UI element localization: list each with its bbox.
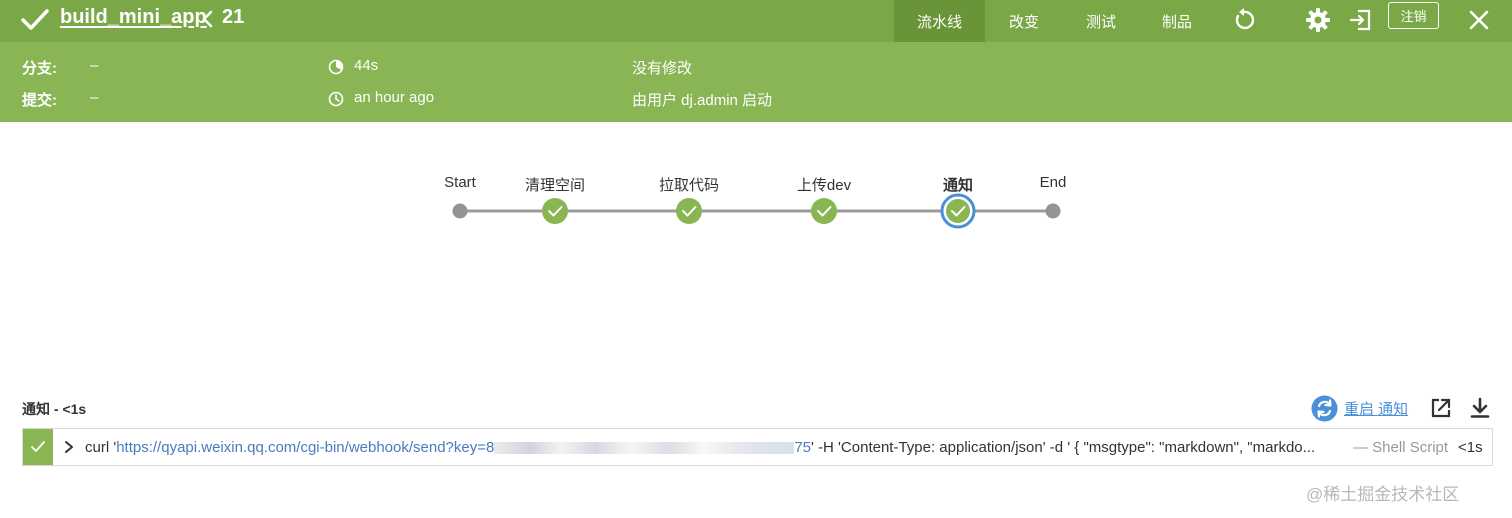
step-duration: <1s [1458,439,1483,456]
watermark: @稀土掘金技术社区 [1306,485,1460,504]
tab-artifacts[interactable]: 制品 [1161,13,1192,31]
duration-icon [328,59,344,75]
replay-icon[interactable] [1228,4,1260,36]
check-icon [21,9,49,30]
top-bar: build_mini_app 21 流水线 改变 测试 制品 [0,0,1512,42]
check-icon [31,441,45,452]
job-name-link[interactable]: build_mini_app [60,6,207,28]
step-command: curl 'https://qyapi.weixin.qq.com/cgi-bi… [85,439,1335,456]
stage-node-clean[interactable] [542,198,568,224]
step-command-suffix: ' -H 'Content-Type: application/json' -d… [811,439,1316,456]
tab-tests[interactable]: 测试 [1085,13,1116,31]
commit-label: 提交: [22,92,57,109]
step-command-prefix: curl ' [85,439,117,456]
started-time: an hour ago [354,89,435,106]
restart-stage-link[interactable]: 重启 通知 [1344,401,1409,418]
pipeline-graph-svg [452,193,1061,229]
stage-node-checkout[interactable] [676,198,702,224]
step-row[interactable]: curl 'https://qyapi.weixin.qq.com/cgi-bi… [22,428,1493,466]
duration-value: 44s [354,57,379,74]
step-command-url[interactable]: https://qyapi.weixin.qq.com/cgi-bin/webh… [116,439,495,456]
changes-value: 没有修改 [632,60,693,77]
branch-label: 分支: [22,60,57,77]
chevron-right-icon[interactable] [63,439,75,455]
run-number: 21 [222,6,245,28]
redacted-key [494,442,795,455]
stage-node-upload-dev[interactable] [811,198,837,224]
stage-node-end[interactable] [1045,203,1061,219]
run-info-band: 分支: – 提交: – 44s an hour ago 没有修改 由用户 dj.… [0,42,1512,122]
close-icon[interactable] [1463,4,1495,36]
pipeline-graph: Start 清理空间 拉取代码 上传dev 通知 End [0,122,1512,392]
step-command-url-tail[interactable]: 75 [794,439,812,456]
open-external-icon[interactable] [1430,397,1452,419]
chevron-left-icon[interactable] [201,9,215,29]
stage-label-upload-dev: 上传dev [796,177,852,194]
download-icon[interactable] [1469,397,1491,419]
stage-node-notify[interactable] [940,193,976,229]
logout-button[interactable]: 注销 [1388,2,1439,29]
clock-icon [328,91,344,107]
tab-changes[interactable]: 改变 [1008,13,1039,31]
stage-label-clean: 清理空间 [524,177,586,194]
stage-node-start[interactable] [452,203,468,219]
gear-icon[interactable] [1302,4,1334,36]
tab-pipeline[interactable]: 流水线 [894,0,985,42]
step-status-success [23,429,53,465]
restart-icon[interactable] [1311,395,1338,422]
step-section-title: 通知 - <1s [22,401,87,417]
stage-label-notify: 通知 [942,177,974,194]
started-by: 由用户 dj.admin 启动 [632,92,773,109]
commit-value: – [90,89,99,106]
nav-tabs: 流水线 改变 测试 制品 [894,0,1215,42]
stage-label-end: End [1039,174,1067,191]
step-type: — Shell Script [1353,439,1449,456]
stage-label-start: Start [444,174,476,191]
branch-value: – [90,57,99,74]
exit-icon[interactable] [1345,4,1377,36]
stage-label-checkout: 拉取代码 [658,177,720,194]
